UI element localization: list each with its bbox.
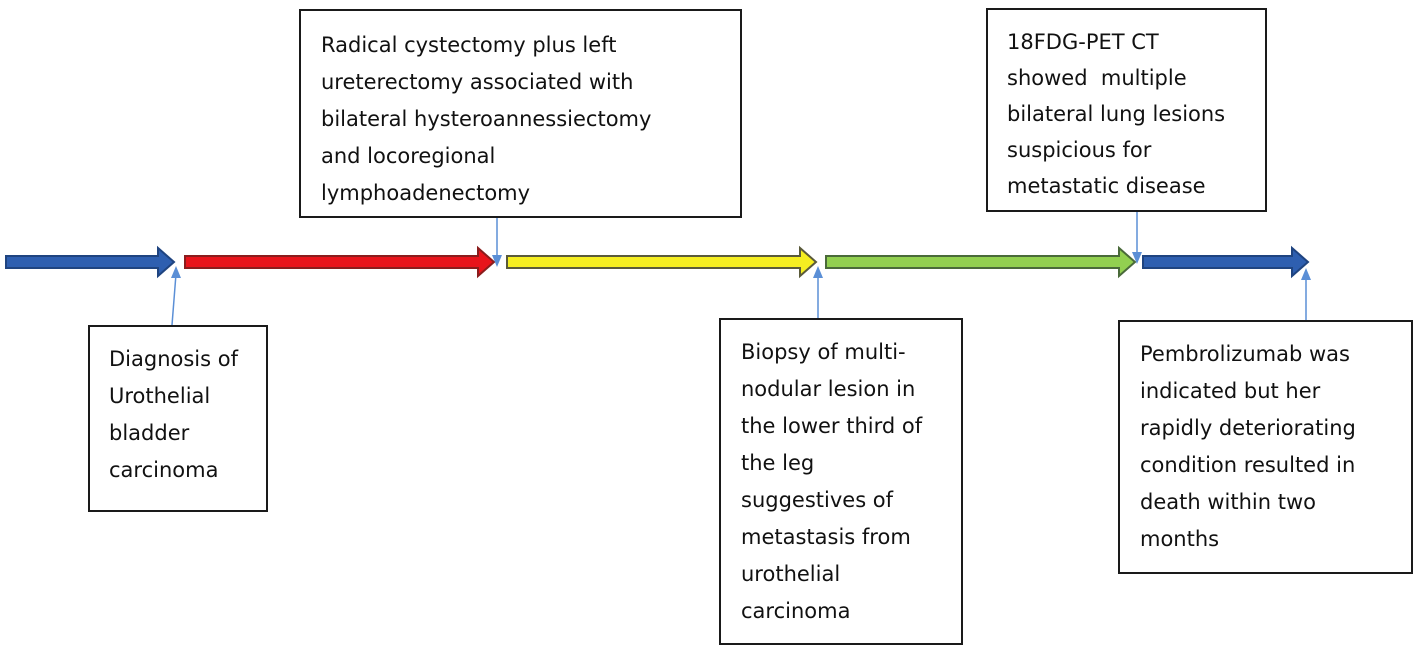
event-text-line: bilateral lung lesions — [1007, 102, 1226, 126]
timeline-arrow-5 — [1142, 245, 1310, 279]
event-text-line: bilateral hysteroannessiectomy — [321, 107, 652, 131]
event-box-surgery: Radical cystectomy plus left ureterectom… — [299, 9, 742, 218]
event-text-line: months — [1140, 527, 1220, 551]
event-box-diagnosis: Diagnosis of Urothelial bladder carcinom… — [88, 325, 268, 512]
event-text-line: rapidly deteriorating — [1140, 416, 1356, 440]
timeline-arrow-3 — [506, 245, 818, 279]
event-text-line: the leg — [741, 451, 815, 475]
connector-pet-ct — [1132, 212, 1142, 264]
event-text-line: bladder — [109, 421, 190, 445]
event-text-line: suspicious for — [1007, 138, 1152, 162]
event-text-line: ureterectomy associated with — [321, 70, 634, 94]
event-text-line: carcinoma — [741, 599, 851, 623]
event-box-outcome: Pembrolizumab was indicated but her rapi… — [1118, 320, 1413, 574]
event-box-biopsy: Biopsy of multi- nodular lesion in the l… — [719, 318, 963, 645]
connector-surgery — [492, 218, 502, 267]
connector-diagnosis — [171, 266, 181, 326]
event-text-line: metastatic disease — [1007, 174, 1206, 198]
event-text-line: Radical cystectomy plus left — [321, 33, 617, 57]
event-text-line: death within two — [1140, 490, 1316, 514]
event-text-line: Diagnosis of — [109, 347, 238, 371]
timeline-arrow-1 — [5, 245, 176, 279]
timeline-arrow-2 — [184, 245, 496, 279]
event-box-pet-ct: 18FDG-PET CT showed multiple bilateral l… — [986, 8, 1267, 212]
event-text-line: condition resulted in — [1140, 453, 1356, 477]
event-text-line: Biopsy of multi- — [741, 340, 906, 364]
event-text-line: the lower third of — [741, 414, 923, 438]
event-text-line: Pembrolizumab was — [1140, 342, 1350, 366]
event-text-line: suggestives of — [741, 488, 894, 512]
event-text-line: urothelial — [741, 562, 841, 586]
event-text-line: showed multiple — [1007, 66, 1187, 90]
event-text-line: 18FDG-PET CT — [1007, 30, 1159, 54]
connector-outcome — [1301, 268, 1311, 320]
event-text-line: indicated but her — [1140, 379, 1321, 403]
timeline-arrow-4 — [825, 245, 1137, 279]
event-text-line: carcinoma — [109, 458, 219, 482]
event-text-line: and locoregional — [321, 144, 496, 168]
event-text-line: Urothelial — [109, 384, 211, 408]
event-text-line: lymphoadenectomy — [321, 181, 531, 205]
event-text-line: nodular lesion in — [741, 377, 916, 401]
event-text-line: metastasis from — [741, 525, 911, 549]
connector-biopsy — [813, 266, 823, 318]
